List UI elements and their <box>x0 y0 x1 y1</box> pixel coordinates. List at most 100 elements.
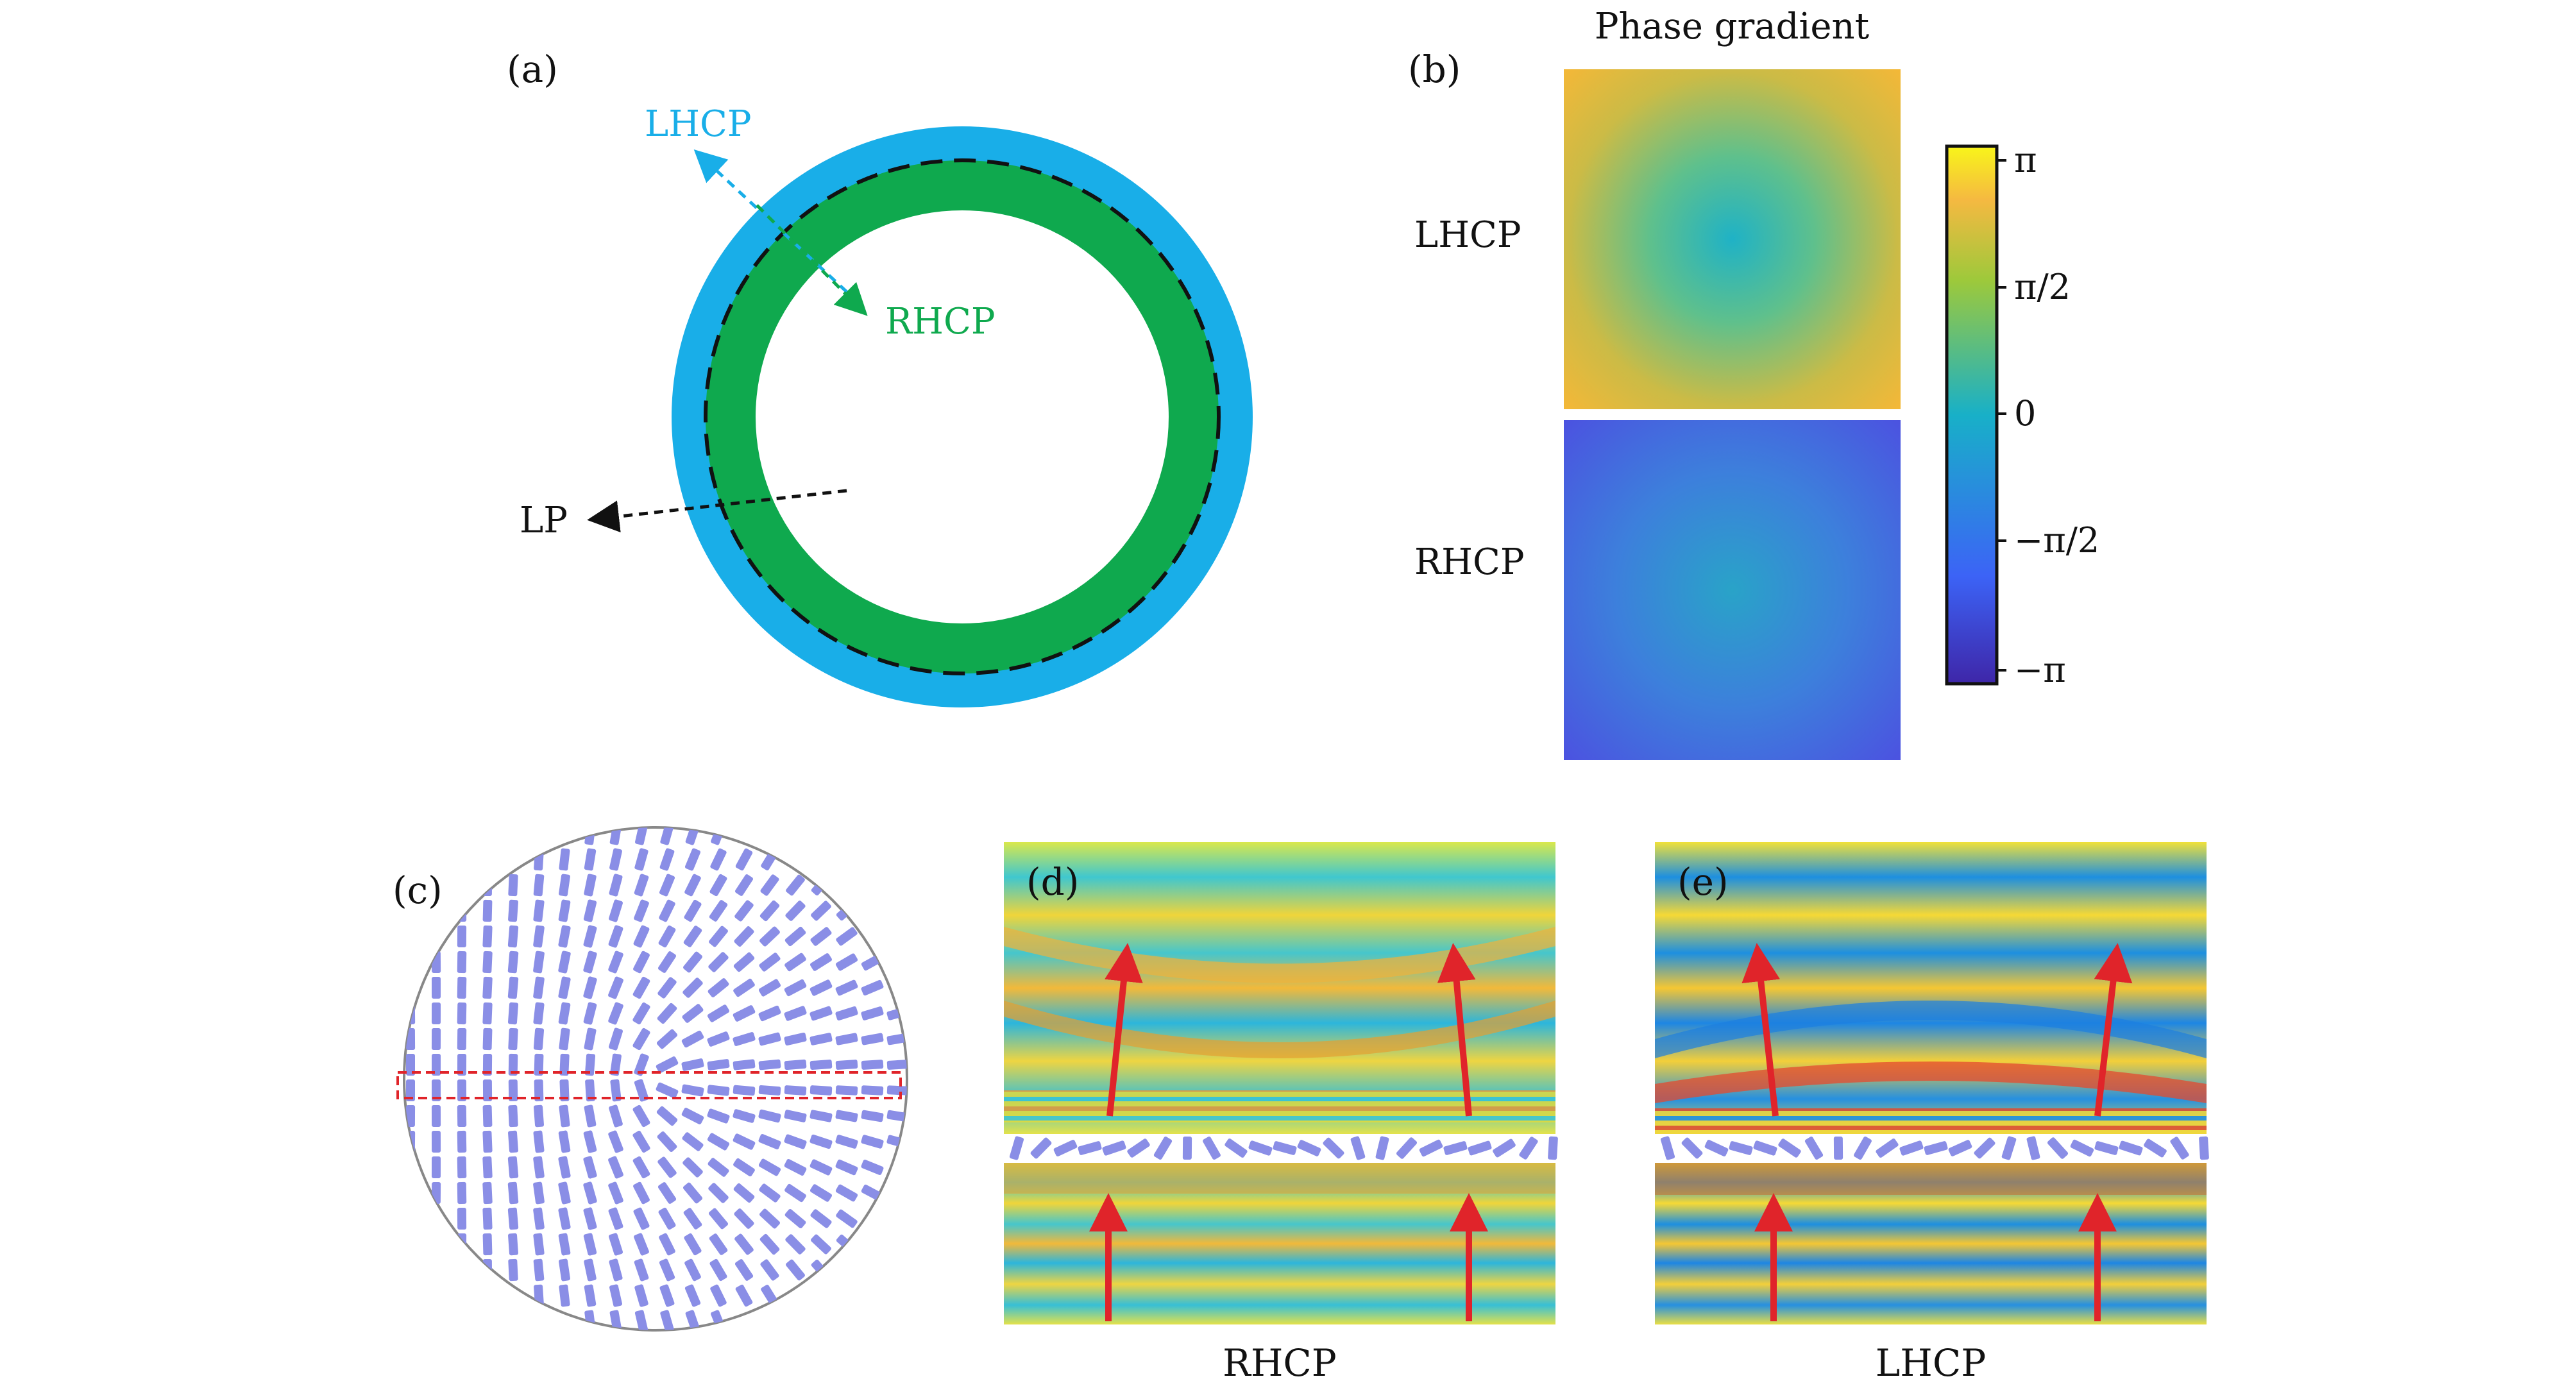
nanorod <box>632 1028 650 1051</box>
nanorod <box>707 1031 730 1047</box>
nanorod <box>707 1108 730 1124</box>
nanorod <box>733 1133 756 1150</box>
nanorod <box>583 1130 597 1153</box>
nanorod <box>559 1079 570 1102</box>
nanorod <box>608 1207 623 1230</box>
nanorod <box>431 1053 441 1076</box>
nanorod <box>405 1079 416 1102</box>
nanorod <box>457 976 467 999</box>
nanorod <box>784 979 807 997</box>
nanorod <box>533 1130 545 1153</box>
nanorod <box>784 1085 807 1096</box>
nanorod <box>786 874 805 896</box>
nanorod <box>482 899 493 922</box>
nanorod <box>584 1284 597 1307</box>
nanorod <box>659 1233 675 1256</box>
nanorod <box>583 899 597 922</box>
nanorod <box>632 1104 650 1128</box>
nanorod <box>634 1310 648 1330</box>
nanorod <box>809 1085 833 1096</box>
strip-nanorod <box>1948 1140 1972 1156</box>
nanorod <box>656 1056 679 1073</box>
nanorod <box>584 874 597 897</box>
nanorod <box>585 1079 595 1102</box>
nanorod <box>405 1053 416 1076</box>
nanorod <box>809 1110 833 1122</box>
nanorod <box>735 848 753 871</box>
strip-nanorod <box>1127 1138 1150 1158</box>
nanorod <box>658 925 676 948</box>
nanorod <box>634 827 648 845</box>
row-label-lhcp: LHCP <box>1414 214 1521 256</box>
nanorod <box>482 976 493 999</box>
strip-nanorod <box>2199 1136 2209 1160</box>
strip-nanorod <box>1519 1137 1538 1160</box>
nanorod <box>758 979 781 997</box>
nanorod <box>660 827 674 845</box>
strip-nanorod <box>1876 1138 1899 1158</box>
panel-e: (e) LHCP <box>1655 842 2209 1379</box>
rhcp-field-top <box>1004 842 1555 1134</box>
nanorod <box>681 1084 704 1097</box>
nanorod <box>683 926 702 947</box>
nanorod <box>507 1207 519 1230</box>
strip-nanorod <box>1833 1136 1843 1160</box>
nanorod <box>684 848 701 871</box>
rhcp-label: RHCP <box>885 301 996 343</box>
panel-b: (b) Phase gradient LHCP RHCP π π/2 0 −π/… <box>1408 6 2099 760</box>
nanorod <box>784 952 806 972</box>
nanorod <box>508 1233 518 1256</box>
strip-nanorod <box>1153 1137 1173 1160</box>
strip-nanorod <box>1899 1140 1924 1156</box>
nanorod <box>835 1110 858 1122</box>
nanorod <box>482 1053 493 1076</box>
rhcp-strip-rods <box>1009 1136 1558 1160</box>
nanorod <box>758 1032 781 1046</box>
nanorod <box>634 1053 649 1076</box>
nanorod <box>784 1032 807 1046</box>
nanorod <box>684 899 702 922</box>
nanorod <box>533 976 545 999</box>
nanorod <box>657 1131 677 1153</box>
nanorod <box>508 1053 518 1076</box>
nanorod <box>559 848 570 871</box>
nanorod <box>733 1109 756 1123</box>
strip-nanorod <box>1854 1136 1872 1160</box>
nanorod <box>682 1157 703 1178</box>
nanorod <box>559 1284 570 1307</box>
nanorod <box>507 1156 519 1179</box>
nanorod <box>431 1079 441 1102</box>
nanorod <box>707 1085 730 1096</box>
nanorod <box>558 1181 571 1205</box>
nanorod <box>431 1028 441 1051</box>
nanorod <box>683 1208 702 1230</box>
panel-e-caption: LHCP <box>1876 1341 1987 1379</box>
colorbar-tick-pi: π <box>2014 140 2037 180</box>
nanorod <box>809 1159 833 1176</box>
nanorod <box>785 901 806 921</box>
nanorod <box>507 1181 519 1205</box>
strip-nanorod <box>1224 1138 1248 1158</box>
strip-nanorod <box>1468 1140 1492 1156</box>
nanorod <box>633 925 650 948</box>
nanorod <box>734 1208 754 1229</box>
nanorod <box>656 1082 679 1099</box>
nanorod <box>610 1053 622 1076</box>
nanorod <box>659 848 675 871</box>
nanorod <box>660 1310 674 1330</box>
rhcp-arrow <box>756 204 868 316</box>
nanorod <box>558 1233 571 1256</box>
nanorod <box>835 1006 858 1021</box>
strip-nanorod <box>2026 1136 2040 1160</box>
nanorod <box>608 925 623 948</box>
nanorod <box>482 1002 493 1025</box>
nanorod <box>534 1053 544 1076</box>
nanorod <box>734 1233 754 1255</box>
nanorod <box>608 1181 623 1205</box>
nanorod <box>710 848 727 871</box>
strip-nanorod <box>1203 1136 1221 1160</box>
rhcp-phase-map <box>1564 420 1901 760</box>
nanorod <box>559 1028 570 1051</box>
nanorod <box>685 1310 700 1330</box>
nanorod <box>758 1005 781 1022</box>
